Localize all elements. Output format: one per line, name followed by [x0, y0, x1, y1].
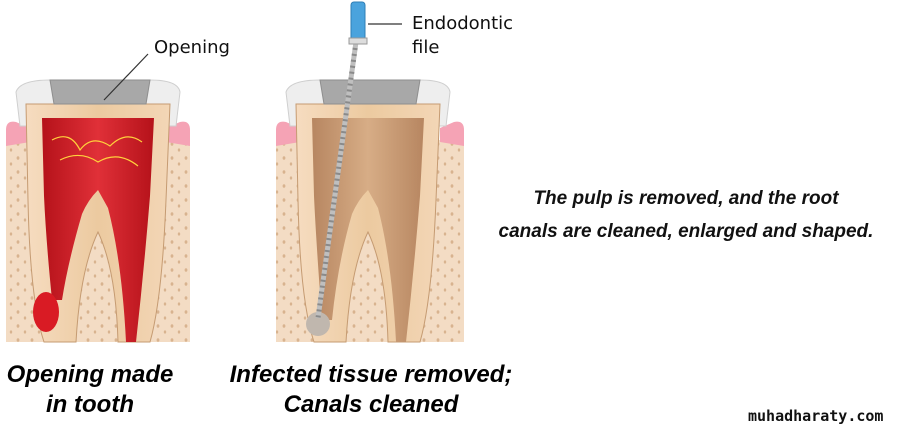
right-caption-line1: Infected tissue removed;: [229, 361, 513, 388]
endodontic-file-label-line2: file: [412, 37, 440, 58]
procedure-description: The pulp is removed, and the root canals…: [476, 182, 896, 248]
opening-label: Opening: [154, 37, 230, 58]
gum: [6, 121, 30, 146]
left-caption-line2: in tooth: [46, 391, 134, 418]
left-caption: Opening made in tooth: [0, 360, 180, 420]
opening-leader-line: [103, 53, 149, 101]
description-line1: The pulp is removed, and the root: [533, 188, 839, 209]
endodontic-file-label-line1: Endodontic: [412, 13, 514, 34]
gum: [166, 121, 190, 146]
tooth-canals-cleaned: [276, 1, 464, 343]
tooth-opening-made: [6, 53, 190, 343]
endodontic-file-label: Endodontic file: [412, 12, 513, 60]
watermark: muhadharaty.com: [748, 407, 884, 425]
abscess: [33, 292, 59, 332]
endodontic-file-instrument: [315, 1, 368, 319]
left-caption-line1: Opening made: [6, 361, 174, 388]
canal-tip: [306, 312, 330, 336]
opening-cavity: [319, 79, 421, 105]
infected-pulp: [42, 118, 154, 342]
opening-cavity: [49, 79, 151, 105]
gum: [276, 121, 300, 146]
right-caption-line2: Canals cleaned: [283, 391, 459, 418]
description-line2: canals are cleaned, enlarged and shaped.: [498, 221, 874, 242]
right-caption: Infected tissue removed; Canals cleaned: [226, 360, 516, 420]
nerve: [51, 136, 143, 167]
gum: [440, 121, 464, 146]
